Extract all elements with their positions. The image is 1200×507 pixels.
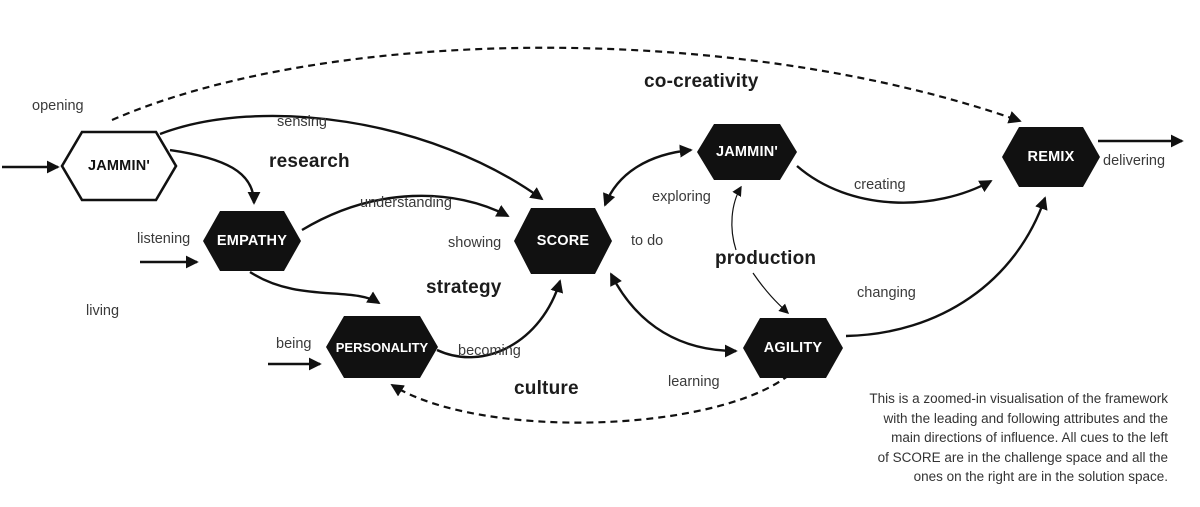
arrow-understanding-empathy-to-score (301, 194, 510, 232)
node-jammin1-hexagon (60, 130, 178, 202)
caption-line: of SCORE are in the challenge space and … (877, 449, 1168, 465)
arrow-jammin1-to-empathy (169, 148, 261, 205)
arrow-becoming-personality-to-score (436, 279, 564, 359)
cue-creating: creating (854, 177, 906, 193)
node-empathy-label: EMPATHY (216, 233, 288, 249)
cue-showing: showing (448, 235, 502, 251)
node-jammin2-hexagon (697, 124, 797, 180)
phase-research: research (269, 151, 350, 172)
node-score-hexagon (514, 208, 612, 274)
dashed-arrow-agility-to-personality (390, 374, 790, 424)
cue-delivering: delivering (1103, 153, 1166, 169)
cue-being: being (276, 336, 312, 352)
cue-understanding: understanding (360, 195, 452, 211)
phase-strategy: strategy (426, 277, 502, 298)
arrow-changing-agility-to-remix (845, 196, 1048, 338)
node-agility-label: AGILITY (763, 340, 823, 356)
cue-learning: learning (668, 374, 720, 390)
cue-becoming: becoming (458, 343, 521, 359)
cue-listening: listening (137, 231, 191, 247)
node-remix-label: REMIX (1027, 149, 1075, 165)
phase-production: production (715, 248, 817, 269)
cue-changing: changing (857, 285, 916, 301)
node-remix-hexagon (1002, 127, 1100, 187)
arrow-production-jammin2-to-agility (752, 272, 790, 314)
cue-exploring: exploring (652, 189, 711, 205)
node-empathy-hexagon (203, 211, 301, 271)
dashed-arrow-jammin1-to-remix (111, 46, 1022, 124)
arrow-creating-jammin2-to-remix (796, 165, 993, 204)
arrow-learning-score-agility-bidirectional (609, 272, 738, 358)
caption-text: This is a zoomed-in visualisation of the… (853, 389, 1168, 487)
node-personality-hexagon (326, 316, 438, 378)
arrow-sensing-jammin1-to-score (159, 114, 544, 201)
caption-line: This is a zoomed-in visualisation of the… (869, 391, 1168, 406)
cue-sensing: sensing (277, 114, 327, 130)
caption-line: with the leading and following attribute… (883, 410, 1168, 426)
arrow-production-agility-to-jammin2 (731, 185, 742, 251)
node-personality-label: PERSONALITY (335, 340, 429, 355)
cue-living: living (86, 303, 120, 319)
phase-co-creativity: co-creativity (644, 71, 759, 92)
caption-line: main directions of influence. All cues t… (891, 430, 1168, 445)
node-score-label: SCORE (536, 233, 590, 249)
arrow-empathy-to-personality (249, 270, 381, 305)
cue-to-do: to do (631, 233, 664, 249)
cue-opening: opening (32, 98, 84, 114)
arrow-exploring-score-jammin2-bidirectional (603, 144, 693, 207)
node-jammin1-label: JAMMIN' (87, 158, 151, 174)
caption-line: ones on the right are in the solution sp… (913, 469, 1168, 484)
phase-culture: culture (514, 378, 579, 399)
node-jammin2-label: JAMMIN' (715, 144, 779, 160)
node-agility-hexagon (743, 318, 843, 378)
